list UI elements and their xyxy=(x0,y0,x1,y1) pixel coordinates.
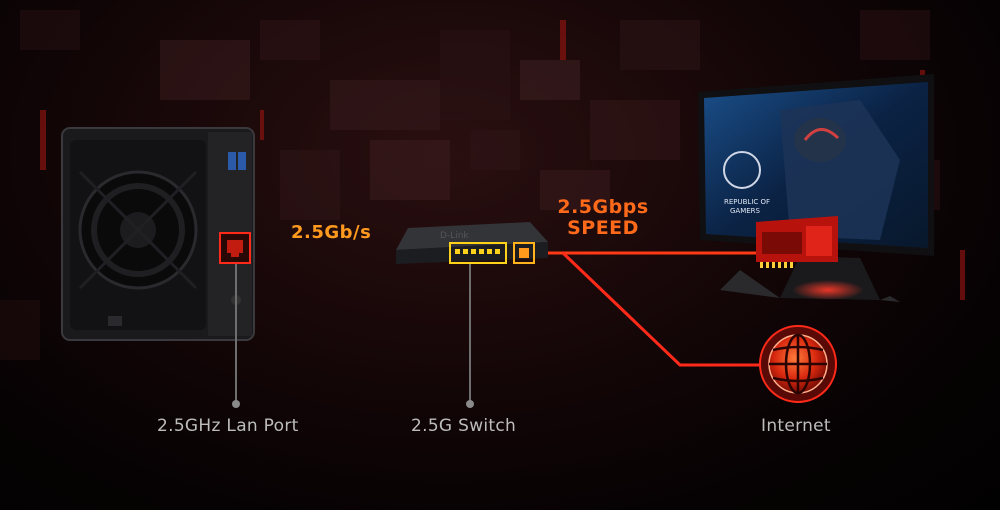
monitor-icon: REPUBLIC OF GAMERS xyxy=(698,74,934,302)
link-speed-label: 2.5Gb/s xyxy=(291,222,372,243)
uplink-port-highlight xyxy=(513,242,535,264)
link-switch-to-internet xyxy=(561,251,765,367)
speed-badge-bottom: SPEED xyxy=(567,217,639,239)
monitor-logo-line1: REPUBLIC OF xyxy=(724,198,770,206)
switch-port-highlight xyxy=(449,242,507,264)
lan-port-icon xyxy=(219,232,251,264)
globe-icon xyxy=(759,325,837,403)
internet-label: Internet xyxy=(761,416,831,436)
monitor-logo-line2: GAMERS xyxy=(730,207,761,215)
speed-badge: 2.5Gbps SPEED xyxy=(548,197,658,239)
background-circuit-pattern xyxy=(0,10,940,360)
nas-device-icon xyxy=(61,127,255,341)
speed-badge-top: 2.5Gbps xyxy=(557,196,649,218)
label-connectors xyxy=(232,264,474,408)
switch-brand: D-Link xyxy=(440,231,469,241)
lan-port-label: 2.5GHz Lan Port xyxy=(157,416,299,436)
switch-label: 2.5G Switch xyxy=(411,416,517,436)
network-card-icon xyxy=(756,216,838,268)
network-switch-icon: D-Link xyxy=(396,222,548,264)
